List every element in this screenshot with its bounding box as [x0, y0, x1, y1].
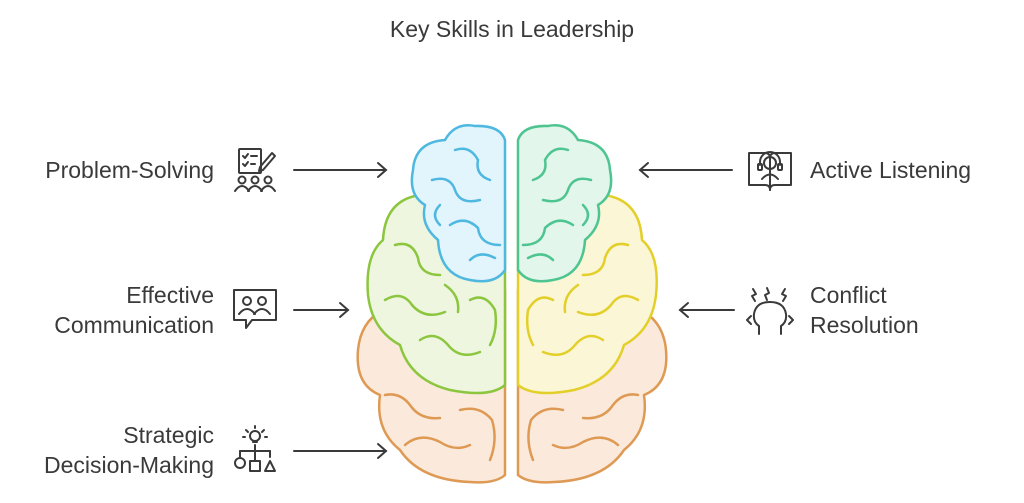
arrow-conflict-resolution — [678, 302, 735, 318]
skill-label-conflict-resolution: Conflict Resolution — [810, 282, 919, 338]
listening-book-icon — [748, 151, 792, 191]
brain-illustration — [356, 124, 668, 484]
brain-lobe-top-right — [516, 124, 613, 283]
arrow-active-listening — [638, 162, 733, 178]
strategy-bulb-icon — [234, 425, 276, 472]
arrow-effective-communication — [293, 302, 350, 318]
skill-label-effective-communication: Effective Communication — [54, 282, 214, 338]
skill-label-strategic-decision-making: Strategic Decision-Making — [43, 422, 214, 478]
communication-icon — [233, 289, 277, 329]
team-problem-solving-icon — [234, 148, 276, 192]
brain-lobe-top-left — [410, 124, 507, 283]
arrow-strategic-decision-making — [293, 443, 388, 459]
skill-label-problem-solving: Problem-Solving — [45, 157, 214, 183]
conflict-head-icon — [746, 287, 794, 335]
diagram-title: Key Skills in Leadership — [389, 16, 635, 42]
arrow-problem-solving — [293, 162, 388, 178]
skill-label-active-listening: Active Listening — [810, 157, 972, 183]
